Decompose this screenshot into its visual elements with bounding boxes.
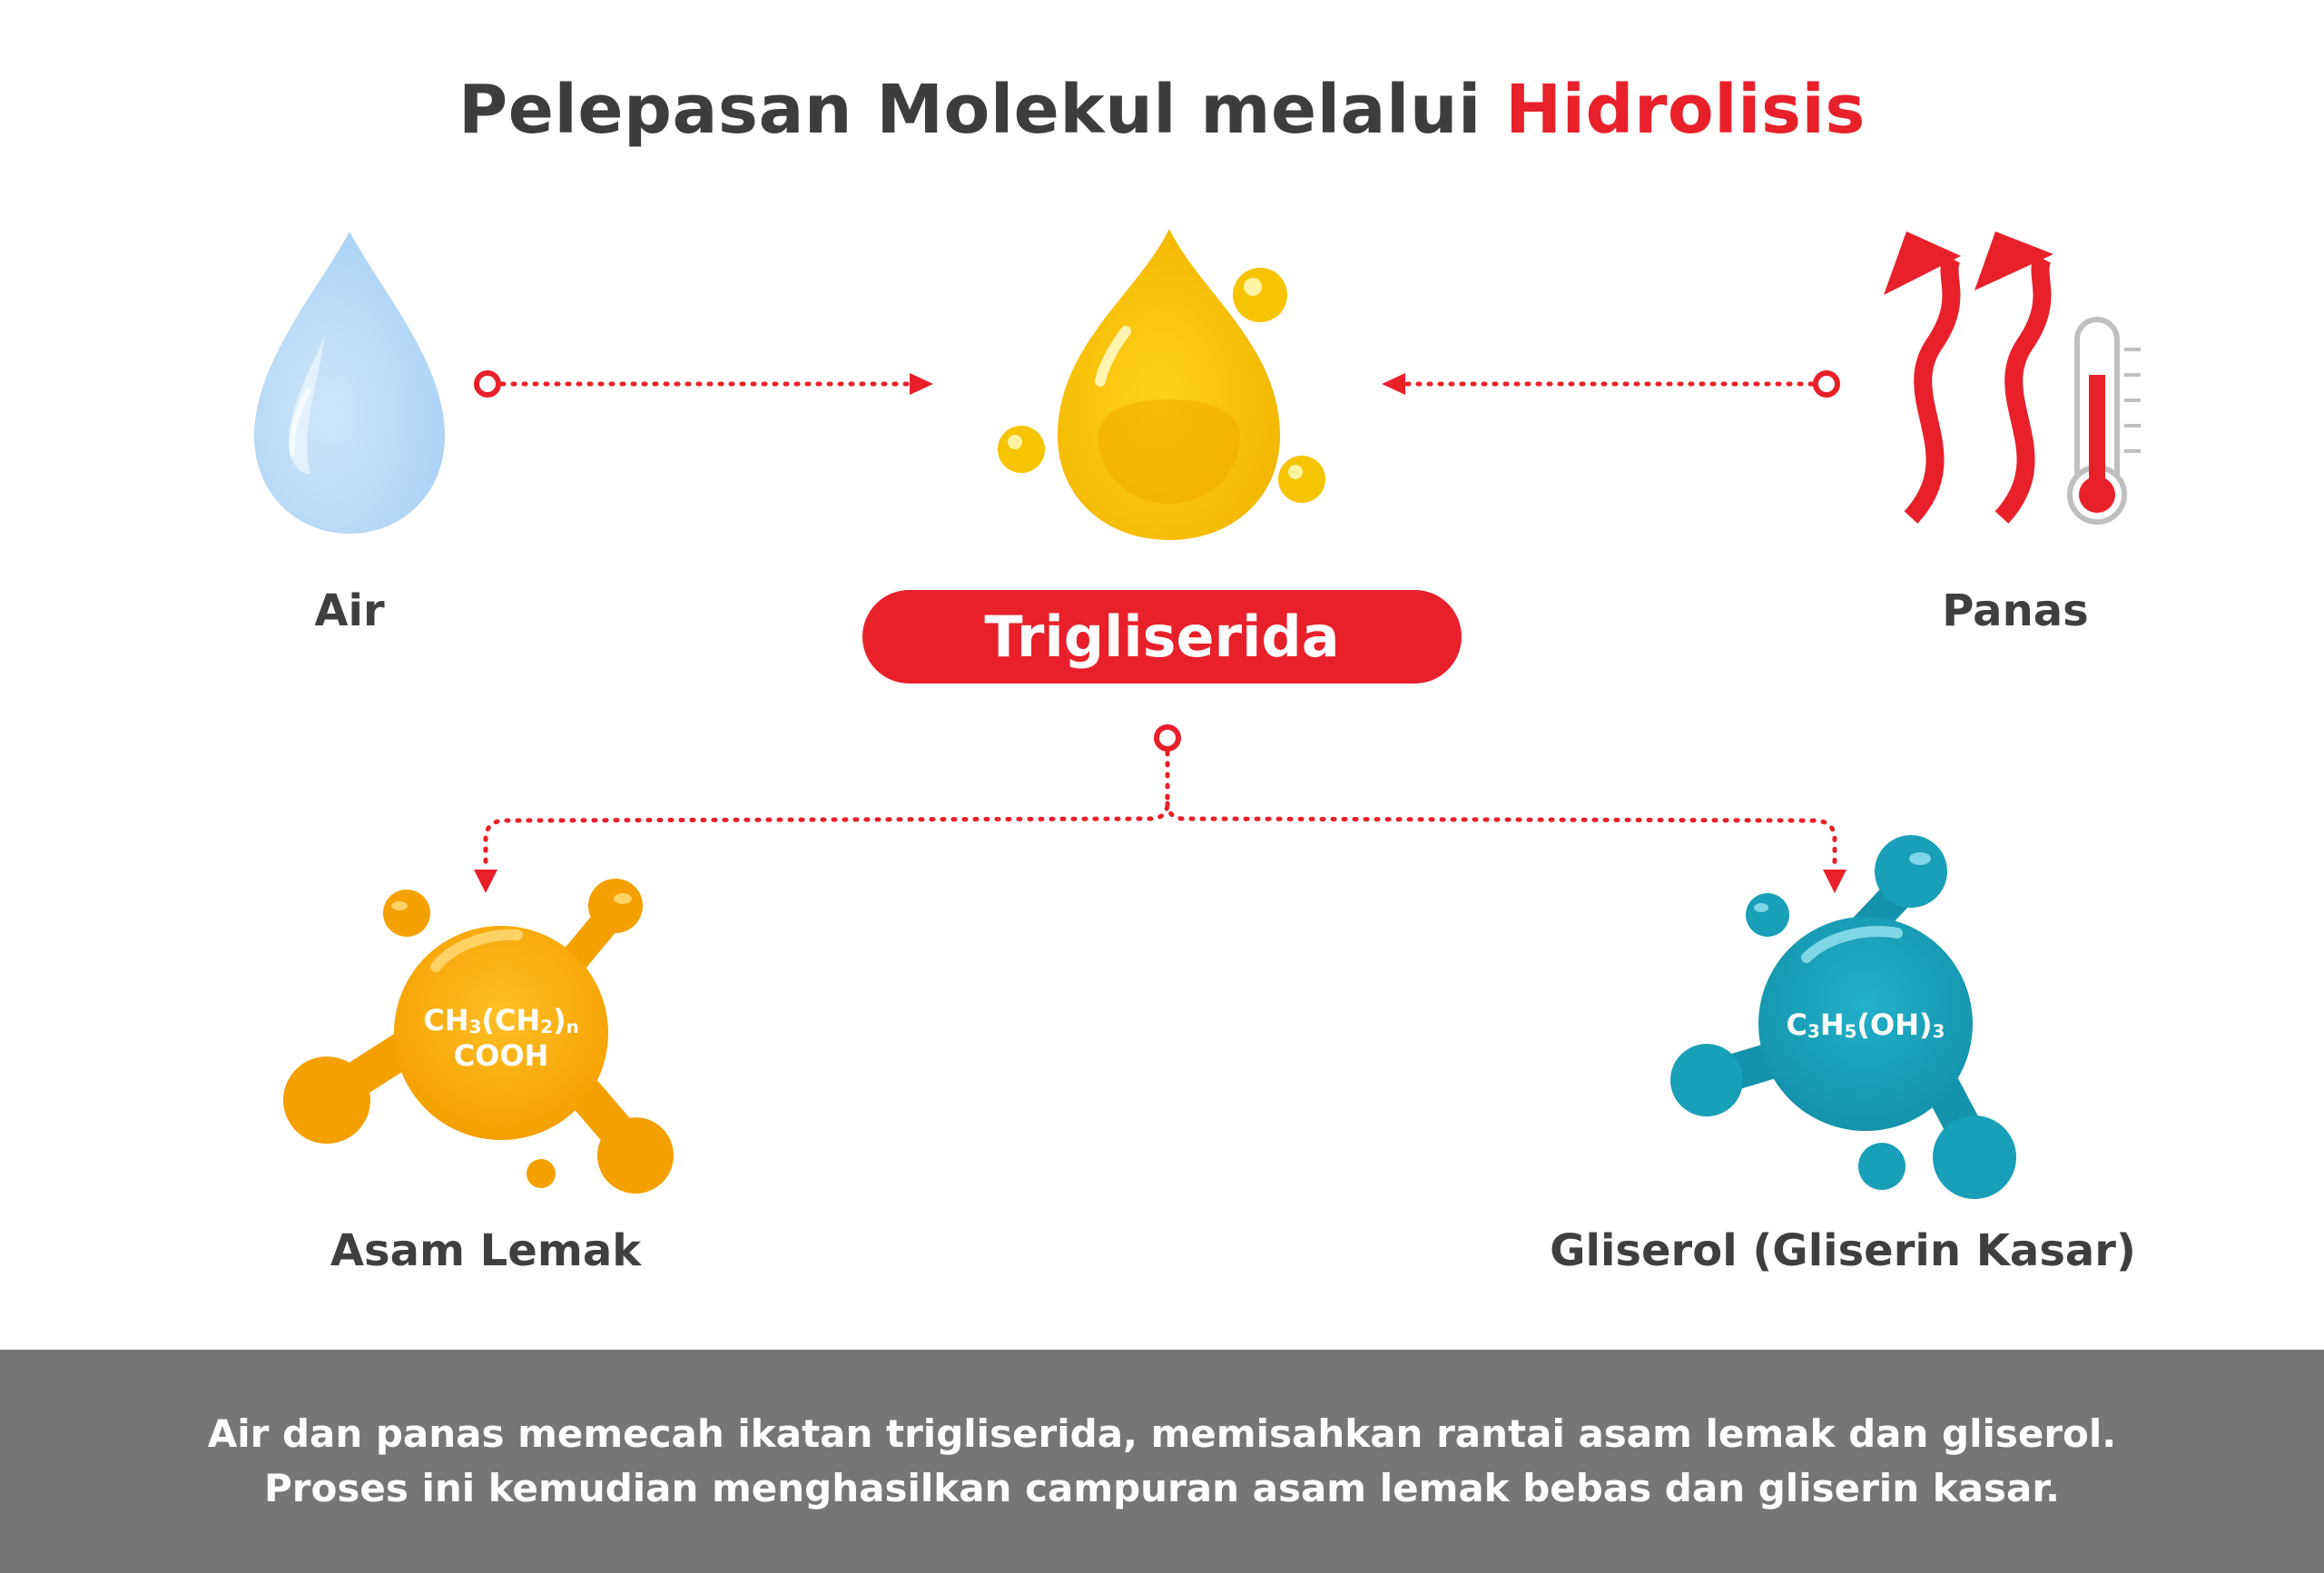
water-drop-icon [254, 231, 445, 534]
triglyceride-pill: Trigliserida [862, 590, 1462, 683]
fatty-acid-formula-line2: COOH [453, 1037, 549, 1073]
fatty-acid-formula-line1: CH3(CH2)n [423, 1003, 579, 1037]
glycerol-formula: C3H5(OH)3 [1786, 1008, 1945, 1042]
title-highlight: Hidrolisis [1505, 71, 1866, 149]
page-title: Pelepasan Molekul melalui Hidrolisis [0, 71, 2324, 149]
label-fatty-acid: Asam Lemak [330, 1225, 642, 1276]
fatty-acid-formula: CH3(CH2)n COOH [392, 1003, 610, 1073]
label-water: Air [314, 585, 385, 636]
footer-line-2: Proses ini kemudian menghasilkan campura… [263, 1466, 2061, 1510]
connector-heat-to-center [1382, 370, 1840, 398]
heat-arrow-heads [1884, 231, 2053, 295]
footer-line-1: Air dan panas memecah ikatan trigliserid… [207, 1411, 2117, 1456]
title-prefix: Pelepasan Molekul melalui [458, 71, 1506, 149]
connector-center-to-products [474, 724, 1846, 893]
footer-caption: Air dan panas memecah ikatan trigliserid… [0, 1350, 2324, 1573]
triglyceride-label: Trigliserida [984, 604, 1340, 670]
fatty-acid-molecule-icon [283, 879, 674, 1194]
oil-drop-icon [998, 229, 1325, 540]
label-glycerol: Gliserol (Gliserin Kasar) [1550, 1225, 2136, 1276]
glycerol-molecule-icon [1670, 835, 2016, 1199]
label-heat: Panas [1942, 585, 2089, 636]
connector-water-to-center [474, 370, 933, 398]
thermometer-icon [2067, 317, 2141, 525]
heat-waves-icon [1904, 254, 2052, 524]
